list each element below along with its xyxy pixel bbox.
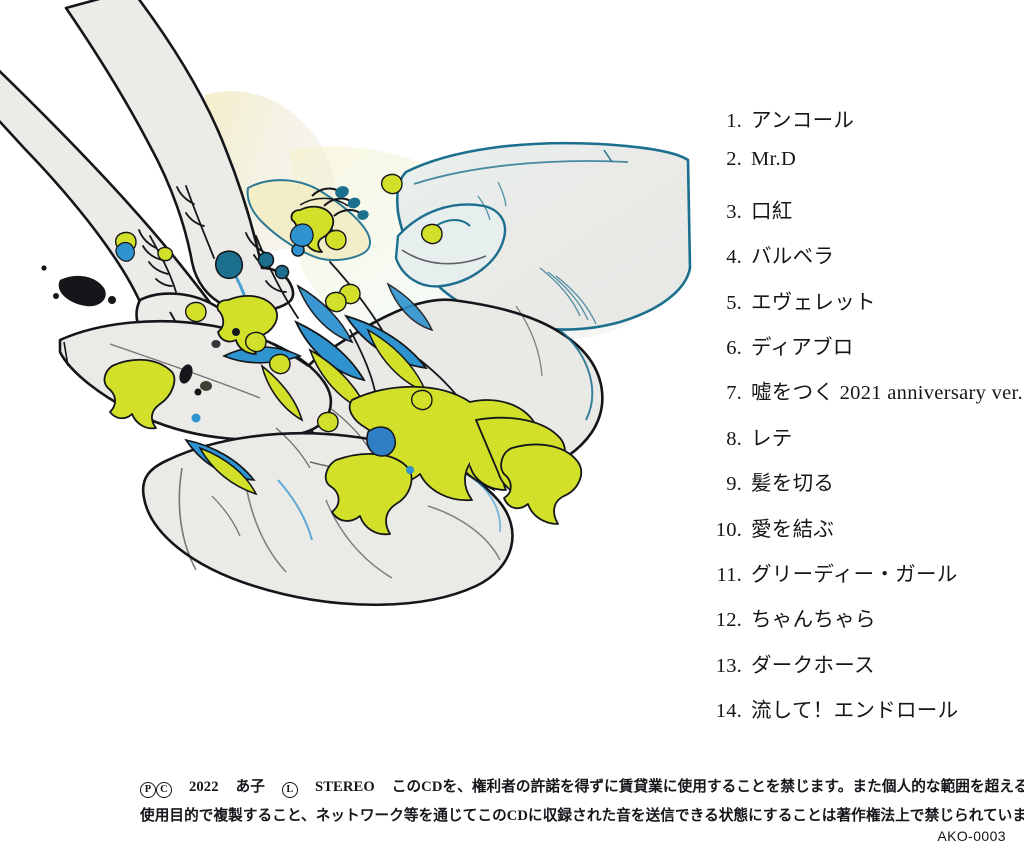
track-title: バルベラ (751, 246, 835, 269)
track-title: 口紅 (751, 200, 793, 223)
track-number: 2. (726, 148, 742, 171)
track-number: 11. (716, 563, 742, 586)
track-title: アンコール (751, 110, 855, 132)
track-row: 14. 流して！エンドロール (704, 693, 1024, 738)
tracklist: 1. アンコール 2. Mr.D 3. 口紅 4. バルベラ 5. エヴェレット… (704, 103, 1024, 738)
track-row: 6. ディアブロ (704, 330, 1024, 375)
track-row: 13. ダークホース (704, 648, 1024, 693)
track-title: 嘘をつく 2021 anniversary ver. (751, 382, 1023, 405)
blue-drops (115, 223, 414, 474)
blue-blossoms (215, 243, 396, 457)
phonogram-p-icon: P (140, 782, 156, 798)
track-row: 3. 口紅 (704, 194, 1024, 239)
track-title: Mr.D (751, 148, 797, 171)
track-row: 10. 愛を結ぶ (704, 512, 1024, 557)
track-row: 11. グリーディー・ガール (704, 557, 1024, 602)
track-number: 12. (715, 609, 742, 632)
track-number: 14. (715, 700, 742, 723)
track-number: 7. (726, 382, 742, 405)
track-number: 5. (726, 291, 742, 314)
copyright-year: 2022 (189, 779, 219, 795)
cover-illustration (0, 0, 692, 607)
track-title: ちゃんちゃら (751, 609, 876, 632)
hatching-dark (211, 407, 371, 537)
track-number: 4. (726, 246, 742, 269)
artist-name: あ子 (235, 779, 265, 795)
track-row: 4. バルベラ (704, 239, 1024, 284)
track-title: 髪を切る (751, 473, 835, 496)
track-row: 12. ちゃんちゃら (704, 602, 1024, 647)
track-title: 愛を結ぶ (751, 518, 835, 541)
track-number: 10. (715, 518, 742, 541)
track-title: グリーディー・ガール (751, 563, 958, 586)
hatching (477, 181, 597, 325)
button (200, 381, 212, 391)
scattered-petals (114, 173, 443, 433)
notice-text-1: このCDを、権利者の許諾を得ずに賃貸業に使用することを禁じます。また個人的な範囲… (391, 779, 1024, 795)
label-l-icon: L (281, 782, 298, 798)
track-row: 7. 嘘をつく 2021 anniversary ver. (704, 375, 1024, 420)
track-number: 13. (715, 654, 742, 677)
track-title: レテ (751, 427, 793, 450)
track-row: 5. エヴェレット (704, 285, 1024, 330)
track-title: 流して！エンドロール (751, 700, 959, 723)
track-number: 3. (726, 200, 742, 223)
track-title: ダークホース (751, 654, 875, 677)
track-number: 6. (726, 336, 742, 359)
track-title: エヴェレット (751, 291, 876, 314)
track-row: 8. レテ (704, 421, 1024, 466)
ink-splatter (41, 265, 240, 396)
catalog-number: AKO-0003 (937, 828, 1006, 844)
copyright-c-icon: C (156, 782, 172, 798)
copyright-line-2: 使用目的で複製すること、ネットワーク等を通じてこのCDに収録された音を送信できる… (140, 808, 1024, 824)
sound-mode: STEREO (314, 779, 375, 795)
track-row: 9. 髪を切る (704, 466, 1024, 511)
track-number: 8. (726, 427, 742, 450)
track-row: 1. アンコール (704, 103, 1024, 148)
track-row: 2. Mr.D (704, 148, 1024, 193)
track-number: 1. (726, 110, 742, 132)
track-number: 9. (726, 473, 742, 496)
track-title: ディアブロ (751, 336, 854, 359)
